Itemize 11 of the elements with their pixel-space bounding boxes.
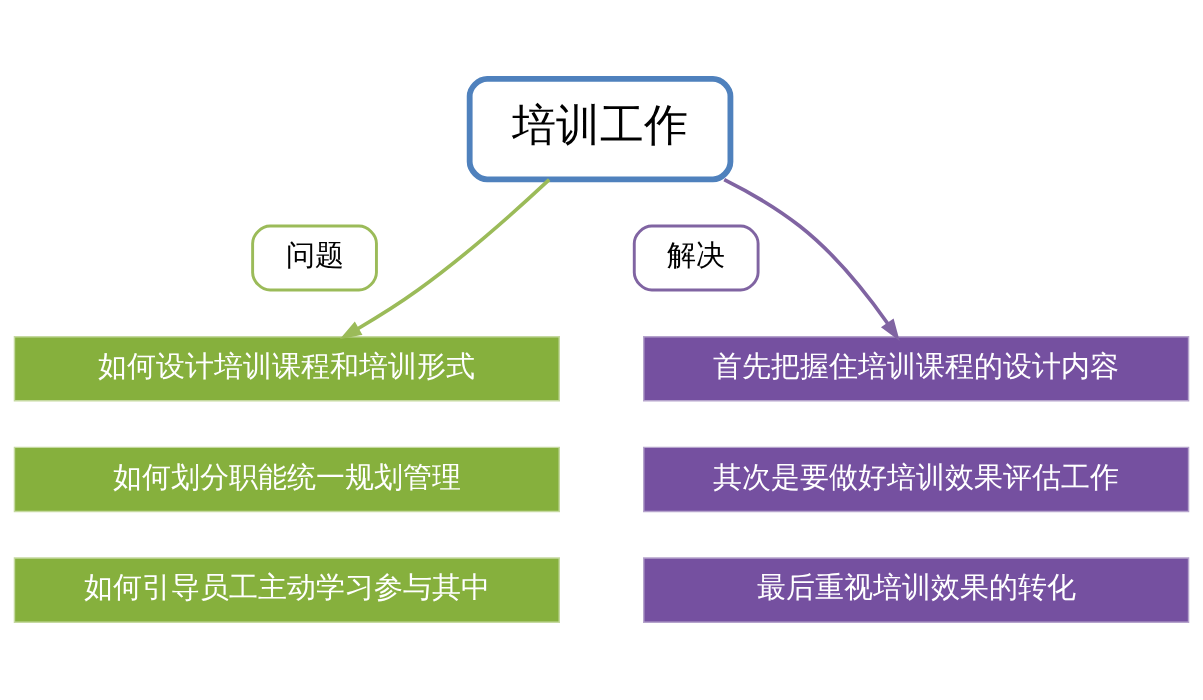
- arrow: [339, 177, 551, 339]
- node-box: 最后重视培训效果的转化: [643, 556, 1190, 623]
- node-box: 解决: [632, 224, 760, 291]
- node-box: 培训工作: [466, 75, 734, 182]
- node-box: 如何划分职能统一规划管理: [13, 446, 560, 512]
- node-box: 问题: [251, 224, 378, 291]
- node-box: 其次是要做好培训效果评估工作: [643, 446, 1190, 512]
- node-box: 如何设计培训课程和培训形式: [13, 335, 560, 401]
- node-box: 首先把握住培训课程的设计内容: [643, 335, 1190, 401]
- arrow: [723, 177, 900, 341]
- node-box: 如何引导员工主动学习参与其中: [13, 556, 560, 623]
